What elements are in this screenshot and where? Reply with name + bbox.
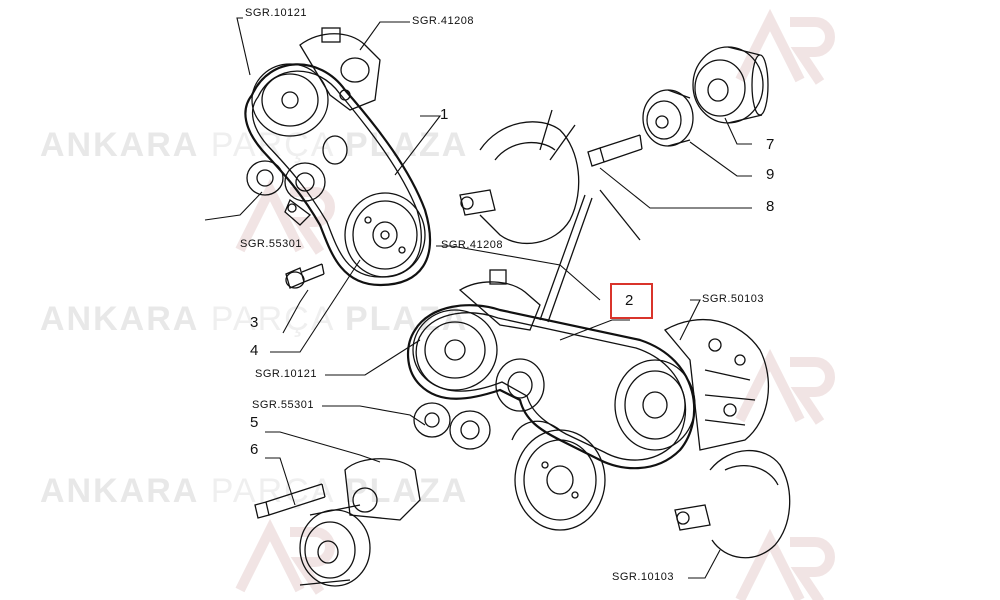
callout-4[interactable]: 4 [250, 342, 259, 359]
bottom-belt-assembly [406, 194, 770, 531]
watermark-row-1: ANKARA PARÇA PLAZA [40, 126, 469, 164]
label-sgr-10103[interactable]: SGR.10103 [612, 571, 674, 583]
callout-9[interactable]: 9 [766, 166, 775, 183]
label-sgr-41208-mid[interactable]: SGR.41208 [441, 239, 503, 251]
belt-1 [244, 63, 432, 287]
belt-2 [406, 304, 696, 470]
bolt-3 [285, 263, 325, 289]
label-sgr-55301-mid[interactable]: SGR.55301 [252, 399, 314, 411]
watermark-row-3: ANKARA PARÇA PLAZA [40, 472, 469, 510]
tensioner-5 [299, 458, 421, 587]
alternator-top [459, 109, 641, 245]
watermark-row-2: ANKARA PARÇA PLAZA [40, 300, 469, 338]
label-sgr-55301-top[interactable]: SGR.55301 [240, 238, 302, 250]
highlight-box-part-2 [610, 283, 653, 319]
alternator-bottom [674, 449, 791, 559]
label-sgr-10121-mid[interactable]: SGR.10121 [255, 368, 317, 380]
top-belt-assembly [244, 27, 432, 287]
pulley-7 [692, 46, 769, 124]
callout-5[interactable]: 5 [250, 414, 259, 431]
callout-6[interactable]: 6 [250, 441, 259, 458]
callout-7[interactable]: 7 [766, 136, 775, 153]
label-sgr-50103[interactable]: SGR.50103 [702, 293, 764, 305]
bolt-8 [587, 134, 643, 167]
label-sgr-41208-top[interactable]: SGR.41208 [412, 15, 474, 27]
callout-3[interactable]: 3 [250, 314, 259, 331]
callout-1[interactable]: 1 [440, 106, 449, 123]
bolt-6 [254, 483, 326, 519]
pulley-9 [642, 89, 694, 147]
label-sgr-10121-top[interactable]: SGR.10121 [245, 7, 307, 19]
callout-2[interactable]: 2 [625, 292, 634, 309]
callout-8[interactable]: 8 [766, 198, 775, 215]
watermark-logo [235, 8, 835, 600]
leader-lines [204, 17, 752, 579]
